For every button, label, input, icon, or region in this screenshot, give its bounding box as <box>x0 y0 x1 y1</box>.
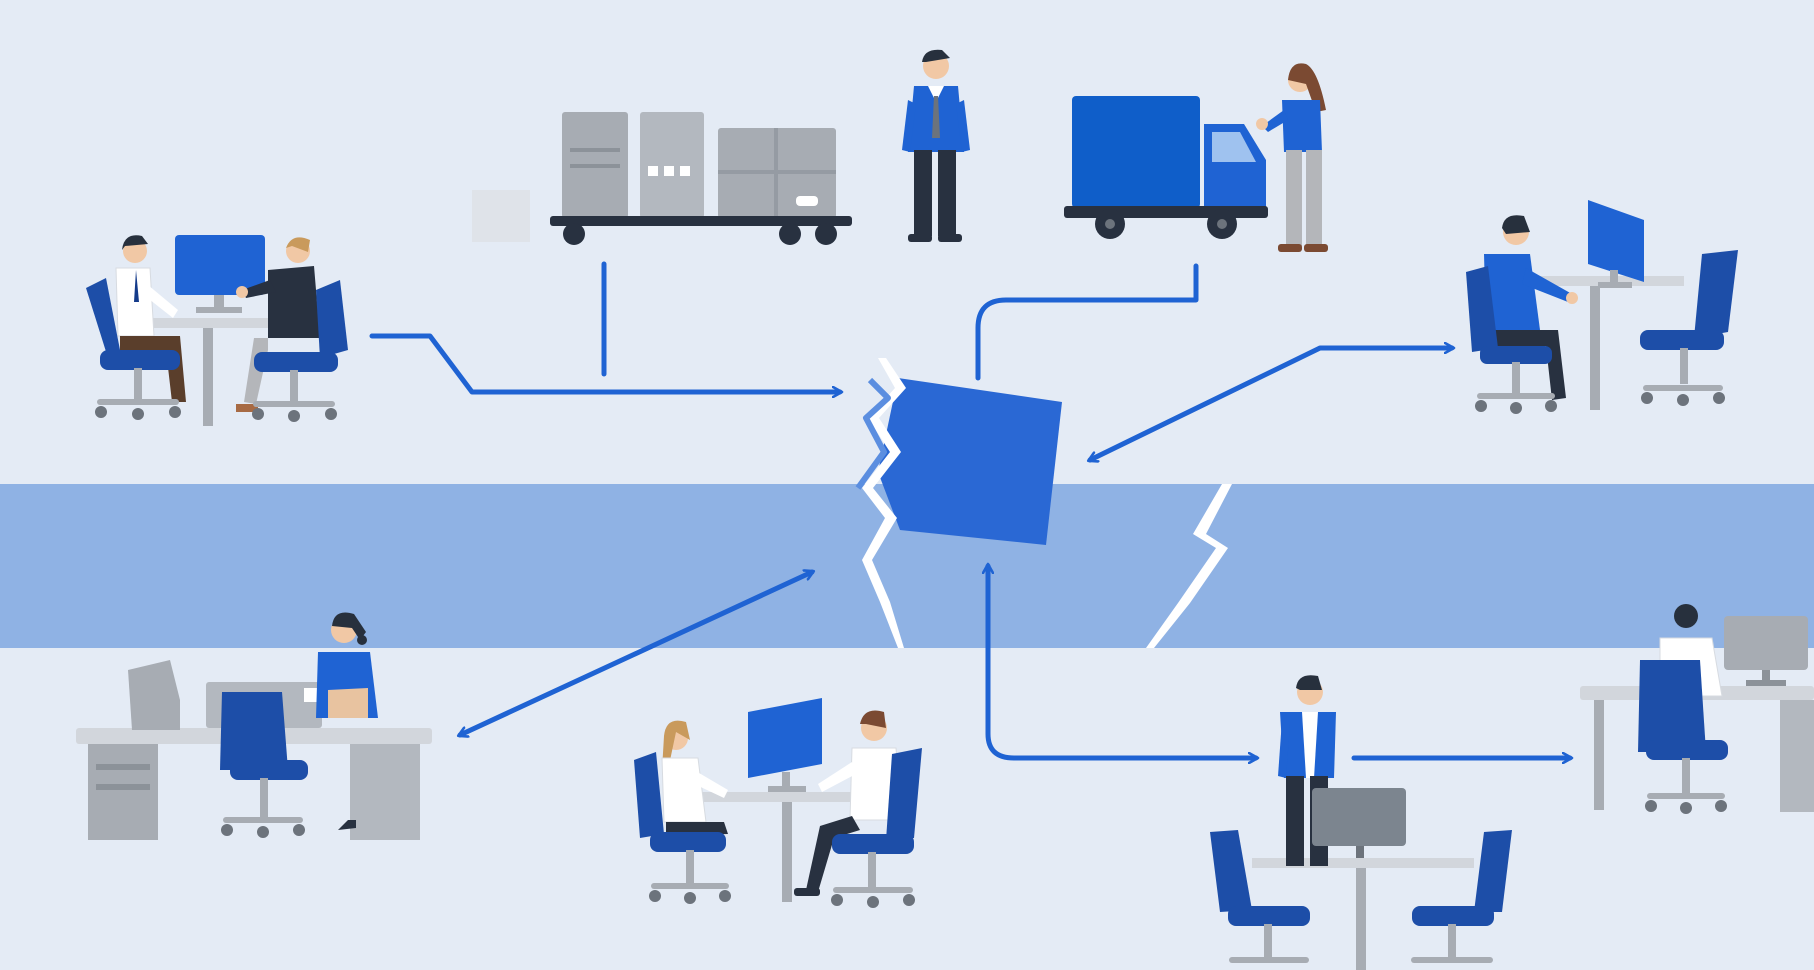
warehouse-cart-icon <box>472 112 852 245</box>
arrow-center-to-manager <box>988 566 1256 758</box>
office-meeting-icon <box>86 235 348 426</box>
broken-document-icon <box>855 358 1062 648</box>
arrow-meeting-to-center <box>369 333 840 392</box>
reception-desk-icon <box>76 612 432 840</box>
courier-person-icon <box>1256 63 1328 252</box>
arrow-remote-center <box>1090 348 1452 460</box>
delivery-truck-icon <box>1064 96 1268 239</box>
office-worker-desk-icon <box>1580 604 1814 814</box>
line-truck-to-center <box>975 263 1199 381</box>
shared-desk-meeting-icon <box>634 698 922 908</box>
remote-desk-worker-icon <box>1466 200 1738 414</box>
manager-with-desk-icon <box>1210 675 1512 970</box>
connection-arrows <box>369 261 1570 758</box>
arrow-reception-center <box>460 572 812 735</box>
standing-manager-icon <box>902 49 970 242</box>
